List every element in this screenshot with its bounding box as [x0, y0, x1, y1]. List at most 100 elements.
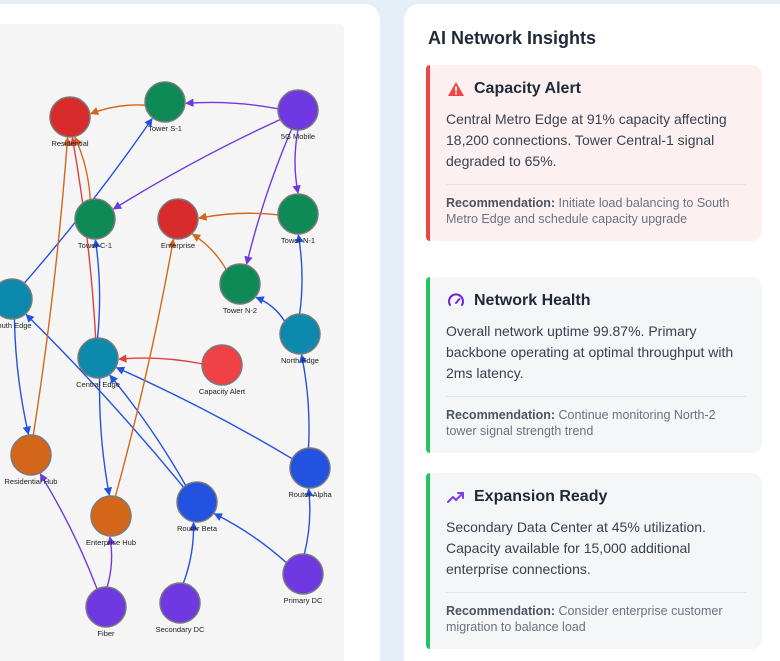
edge-north-edge-to-tower-n2 [255, 296, 286, 322]
edge-south-edge-to-residential-hub [13, 318, 31, 435]
node-circle[interactable] [10, 434, 52, 476]
node-south-edge[interactable]: South Edge [0, 278, 33, 330]
node-label: Tower N-2 [223, 306, 257, 315]
insight-header: Capacity Alert [446, 79, 746, 99]
node-secondary-dc[interactable]: Secondary DC [156, 582, 205, 634]
edge-tower-s1-to-residential [89, 104, 146, 115]
edge-central-edge-to-tower-c1 [92, 239, 101, 339]
node-capacity-alert[interactable]: Capacity Alert [199, 344, 246, 396]
recommendation: Recommendation: Continue monitoring Nort… [446, 407, 746, 439]
insight-header: Expansion Ready [446, 487, 746, 507]
edge-5g-mobile-to-tower-n1 [292, 129, 301, 194]
node-circle[interactable] [85, 586, 127, 628]
edge-enterprise-hub-to-enterprise [114, 238, 177, 497]
insight-title: Capacity Alert [474, 80, 581, 97]
node-enterprise-hub[interactable]: Enterprise Hub [86, 495, 136, 547]
node-circle[interactable] [282, 553, 324, 595]
edge-router-alpha-to-north-edge [298, 354, 310, 449]
recommendation-text: Initiate load balancing to South Metro E… [446, 196, 730, 226]
node-circle[interactable] [90, 495, 132, 537]
node-label: Enterprise Hub [86, 538, 136, 547]
insight-card-capacity-alert[interactable]: Capacity Alert Central Metro Edge at 91%… [426, 65, 762, 241]
node-circle[interactable] [277, 89, 319, 131]
node-label: 5G Mobile [281, 132, 315, 141]
node-label: Residential Hub [5, 477, 58, 486]
divider [446, 592, 746, 593]
node-residential-hub[interactable]: Residential Hub [5, 434, 58, 486]
node-enterprise[interactable]: Enterprise [157, 198, 199, 250]
node-circle[interactable] [0, 278, 33, 320]
edge-fiber-to-residential-hub [39, 473, 98, 590]
node-label: Fiber [97, 629, 115, 638]
recommendation: Recommendation: Initiate load balancing … [446, 195, 746, 227]
node-label: Tower S-1 [148, 124, 182, 133]
trending-up-icon [446, 487, 466, 507]
node-label: Router Beta [177, 524, 218, 533]
edge-north-edge-to-tower-n1 [295, 234, 304, 315]
node-circle[interactable] [277, 193, 319, 235]
node-circle[interactable] [49, 96, 91, 138]
node-primary-dc[interactable]: Primary DC [282, 553, 324, 605]
node-circle[interactable] [159, 582, 201, 624]
node-circle[interactable] [77, 337, 119, 379]
recommendation-label: Recommendation: [446, 604, 556, 618]
edge-primary-dc-to-router-beta [213, 513, 287, 564]
node-circle[interactable] [289, 447, 331, 489]
node-tower-n2[interactable]: Tower N-2 [219, 263, 261, 315]
node-label: Central Edge [76, 380, 120, 389]
recommendation-label: Recommendation: [446, 196, 556, 210]
edge-5g-mobile-to-tower-n2 [244, 128, 293, 265]
node-circle[interactable] [74, 198, 116, 240]
warning-triangle-icon [446, 79, 466, 99]
node-router-alpha[interactable]: Router Alpha [288, 447, 333, 499]
panel-title: AI Network Insights [428, 28, 597, 48]
node-residential[interactable]: Residential [49, 96, 91, 148]
edge-fiber-to-enterprise-hub [106, 536, 116, 588]
insight-card-network-health[interactable]: Network Health Overall network uptime 99… [426, 277, 762, 453]
edge-primary-dc-to-router-alpha [303, 488, 314, 555]
node-label: Tower C-1 [78, 241, 112, 250]
node-label: Router Alpha [288, 490, 332, 499]
edge-5g-mobile-to-tower-c1 [112, 118, 281, 210]
node-circle[interactable] [176, 481, 218, 523]
insight-card-expansion-ready[interactable]: Expansion Ready Secondary Data Center at… [426, 473, 762, 649]
node-tower-s1[interactable]: Tower S-1 [144, 81, 186, 133]
edge-secondary-dc-to-router-beta [182, 521, 198, 584]
node-fiber[interactable]: Fiber [85, 586, 127, 638]
node-circle[interactable] [144, 81, 186, 123]
node-label: Enterprise [161, 241, 195, 250]
node-label: Primary DC [284, 596, 323, 605]
insight-text: Secondary Data Center at 45% utilization… [446, 519, 706, 577]
node-circle[interactable] [157, 198, 199, 240]
recommendation-text: Consider enterprise customer migration t… [446, 604, 723, 634]
node-5g-mobile[interactable]: 5G Mobile [277, 89, 319, 141]
node-north-edge[interactable]: North Edge [279, 313, 321, 365]
edge-router-alpha-to-central-edge [115, 366, 293, 460]
node-circle[interactable] [279, 313, 321, 355]
node-label: Tower N-1 [281, 236, 315, 245]
insight-title: Expansion Ready [474, 488, 608, 505]
node-tower-n1[interactable]: Tower N-1 [277, 193, 319, 245]
divider [446, 184, 746, 185]
edge-residential-hub-to-residential [32, 137, 72, 436]
insights-panel: AI Network Insights Capacity Alert Centr… [404, 4, 780, 661]
recommendation-text: Continue monitoring North-2 tower signal… [446, 408, 716, 438]
insight-header: Network Health [446, 291, 746, 311]
node-circle[interactable] [201, 344, 243, 386]
edge-tower-n2-to-enterprise [191, 233, 227, 270]
node-label: Residential [51, 139, 88, 148]
recommendation-label: Recommendation: [446, 408, 556, 422]
edge-capacity-alert-to-central-edge [118, 354, 203, 365]
node-central-edge[interactable]: Central Edge [76, 337, 120, 389]
edge-router-beta-to-central-edge [109, 374, 187, 486]
node-label: North Edge [281, 356, 319, 365]
node-router-beta[interactable]: Router Beta [176, 481, 218, 533]
edge-5g-mobile-to-tower-s1 [185, 98, 279, 110]
insight-text: Central Metro Edge at 91% capacity affec… [446, 111, 727, 169]
node-tower-c1[interactable]: Tower C-1 [74, 198, 116, 250]
node-circle[interactable] [219, 263, 261, 305]
recommendation: Recommendation: Consider enterprise cust… [446, 603, 746, 635]
